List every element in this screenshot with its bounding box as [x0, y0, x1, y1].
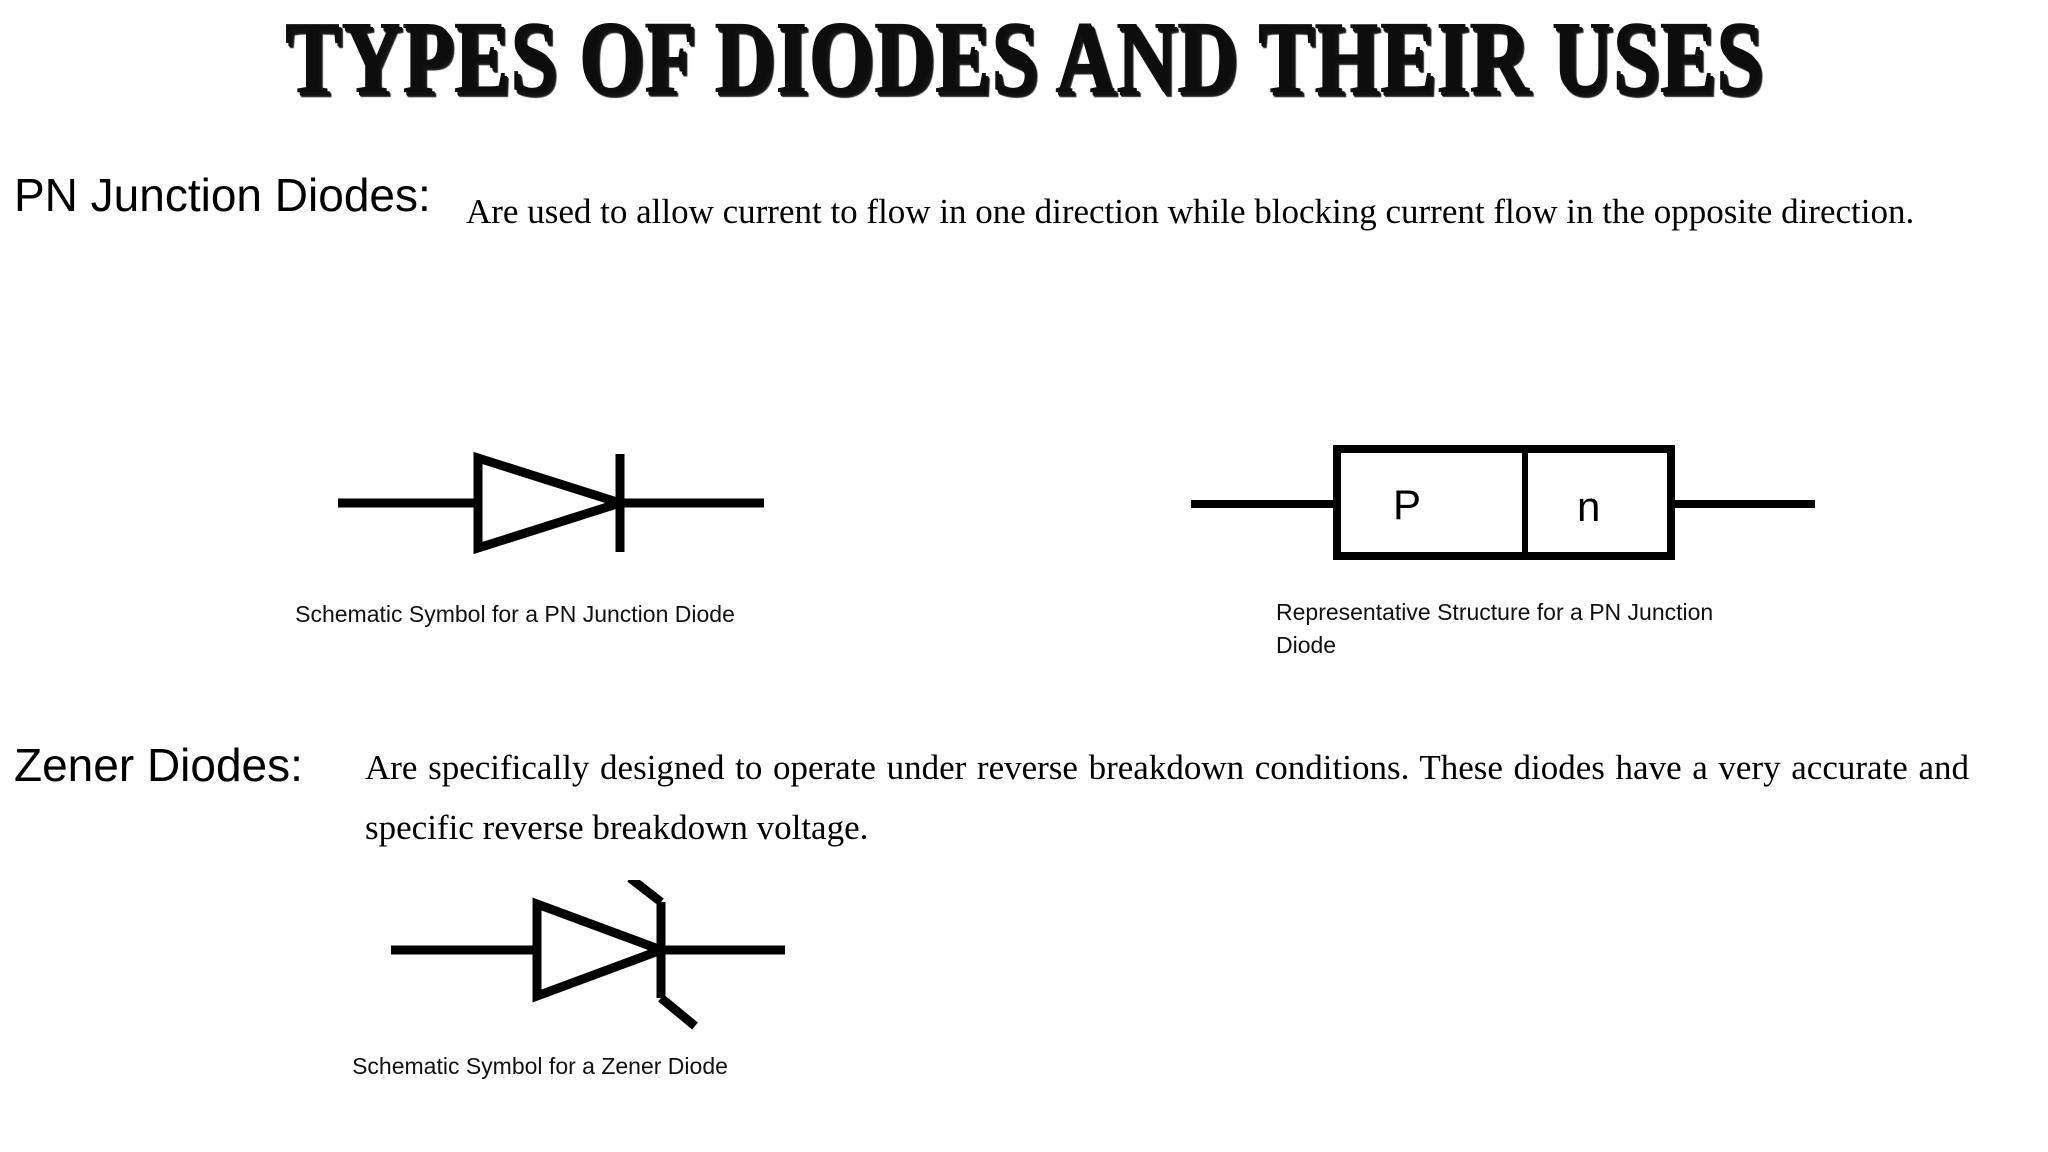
pn-junction-structure-figure: P n [1185, 430, 1825, 580]
zener-bar-bottom-flag [658, 994, 698, 1030]
zener-diode-symbol-icon [391, 880, 785, 1030]
caption-zener-diode-schematic-symbol: Schematic Symbol for a Zener Diode [352, 1053, 728, 1079]
caption-pn-junction-structure: Representative Structure for a PN Juncti… [1276, 599, 1714, 659]
section-body-pn-junction-diodes: Are used to allow current to flow in one… [466, 192, 1915, 231]
pn-diode-schematic-symbol-figure [330, 440, 790, 570]
diode-triangle-shape [532, 897, 674, 1003]
p-region-label: P [1393, 481, 1421, 528]
junction-body-rectangle [1333, 445, 1675, 560]
section-heading-zener-diodes: Zener Diodes: [14, 739, 303, 791]
title-container: TYPES OF DIODES AND THEIR USES [0, 0, 2048, 115]
zener-diode-schematic-symbol-figure [385, 880, 805, 1040]
n-region-label: n [1577, 483, 1600, 530]
section-body-zener-diodes: Are specifically designed to operate und… [365, 748, 1969, 848]
page-title: TYPES OF DIODES AND THEIR USES [284, 0, 1764, 115]
diode-triangle-shape [473, 451, 635, 555]
pn-junction-structure-icon: P n [1191, 445, 1815, 560]
section-heading-pn-junction-diodes: PN Junction Diodes: [14, 169, 431, 221]
zener-bar-top-flag [627, 880, 664, 906]
pn-diode-symbol-icon [338, 451, 764, 555]
caption-pn-diode-schematic-symbol: Schematic Symbol for a PN Junction Diode [295, 601, 735, 627]
